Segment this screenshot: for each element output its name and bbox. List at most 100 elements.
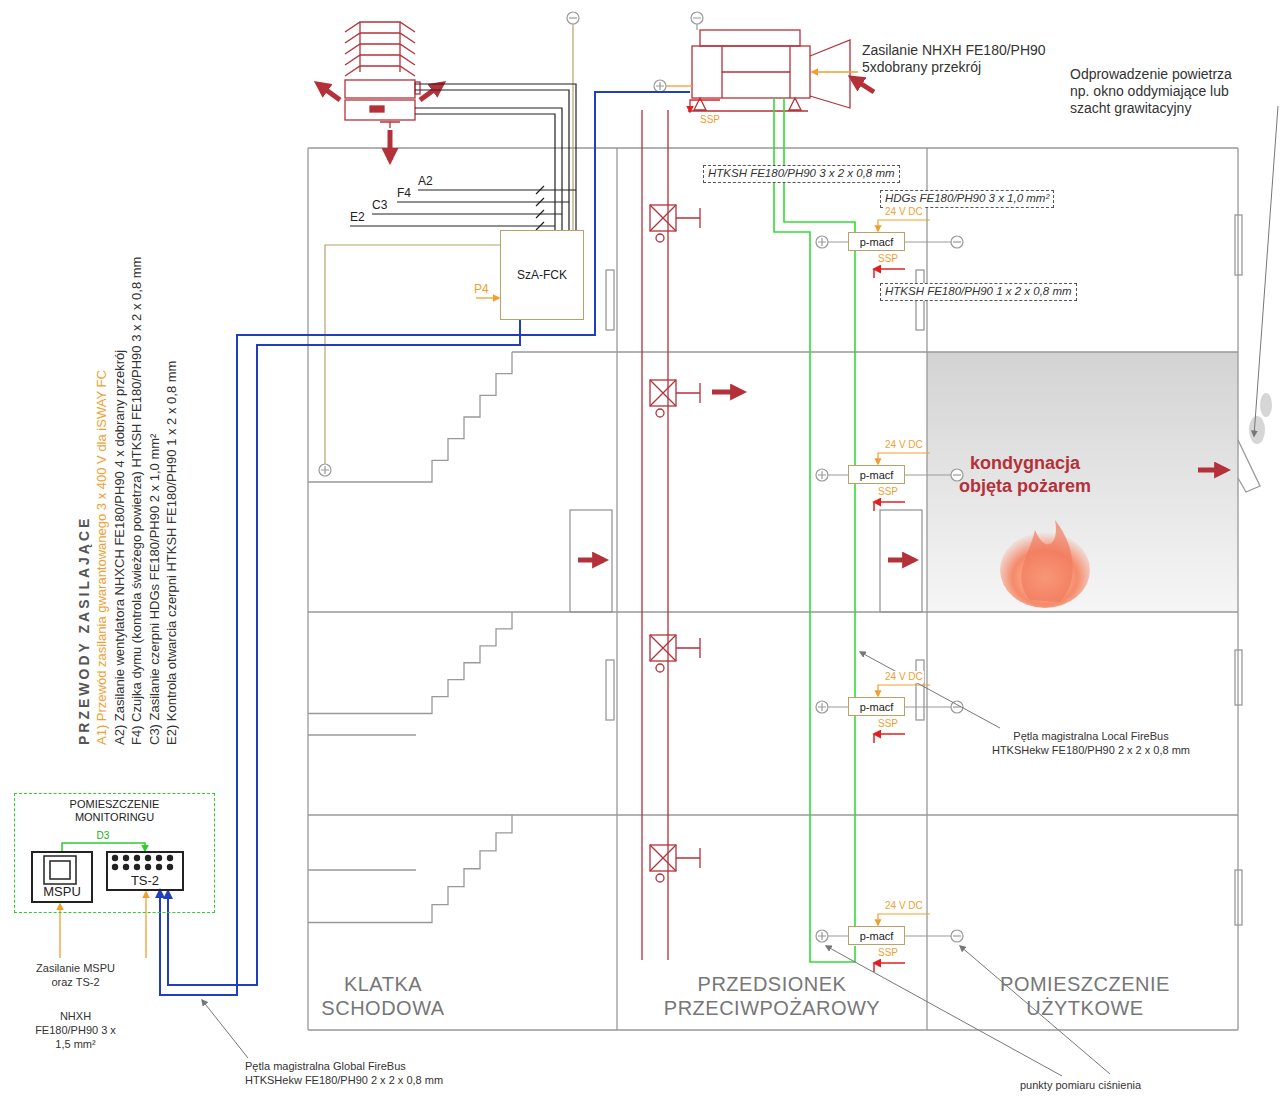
node-text: p-macf <box>860 236 894 248</box>
drawing-part <box>1260 393 1272 417</box>
smoke <box>1249 393 1272 444</box>
outlet-note: Odprowadzenie powietrza np. okno oddymia… <box>1070 66 1255 116</box>
node-text: TS-2 <box>131 873 159 888</box>
legend-row: F4) Czujka dymu (kontrola świeżego powie… <box>128 145 146 745</box>
drawing-part <box>1235 650 1242 705</box>
drawing-part <box>145 855 151 861</box>
drawing-part <box>567 12 579 24</box>
drawing-part <box>656 664 664 672</box>
room-name: PRZEDSIONEK PRZECIWPOŻAROWY <box>652 972 892 1020</box>
drawing-part <box>874 501 905 503</box>
callout-text: punkty pomiaru ciśnienia <box>1020 1079 1141 1093</box>
drawing-part <box>700 30 800 46</box>
drawing-part <box>345 22 415 76</box>
drawing-part <box>325 245 500 464</box>
wire-code: A2 <box>418 174 433 188</box>
node-text: p-macf <box>860 469 894 481</box>
drawing-part <box>167 855 173 861</box>
drawing-part <box>1235 870 1242 925</box>
drawing-part <box>44 856 76 884</box>
ssp-arrow <box>690 100 720 112</box>
drawing-part <box>319 464 331 476</box>
drawing-part <box>642 110 668 960</box>
cable-note: HTKSH FE180/PH90 3 x 2 x 0,8 mm <box>703 165 900 183</box>
drawing-part <box>570 510 612 612</box>
building-walls <box>308 148 1260 1030</box>
drawing-part <box>650 845 700 871</box>
node-text: POMIESZCZENIE MONITORINGU <box>55 798 175 824</box>
drawing-part <box>380 122 400 128</box>
roof-louver <box>345 22 420 128</box>
drawing-part <box>880 510 922 612</box>
power-note: Zasilanie MSPU oraz TS-2 <box>28 962 123 990</box>
legend-row: E2) Kontrola otwarcia czerpni HTKSH FE18… <box>163 145 181 745</box>
drawing-part <box>688 98 808 111</box>
drawing-part <box>656 874 664 882</box>
drawing-part <box>951 930 963 942</box>
drawing-part <box>878 453 930 464</box>
drawing-part <box>308 352 1238 815</box>
drawing-part <box>774 98 855 962</box>
drawing-part <box>873 502 875 511</box>
drawing-part <box>50 861 70 879</box>
drawing-part <box>810 40 850 108</box>
drawing-part <box>345 80 415 98</box>
ts2-keys <box>112 855 173 870</box>
drawing-part <box>370 106 384 112</box>
drawing-part <box>878 914 930 925</box>
drawing-part <box>1254 106 1278 436</box>
ssp-label: SSP <box>878 718 898 730</box>
drawing-part <box>818 238 826 246</box>
drawing-part <box>145 892 146 958</box>
drawing-part <box>388 130 393 160</box>
wire-code: F4 <box>397 186 411 200</box>
wire-code: C3 <box>372 198 387 212</box>
pressure-module: p-macf <box>848 232 905 251</box>
drawing-part <box>953 241 961 242</box>
drawing-part <box>656 234 664 242</box>
drawing-part <box>888 558 914 563</box>
cable-note: Zasilanie NHXH FE180/PH90 5xdobrany prze… <box>862 42 1057 76</box>
fire <box>1021 520 1072 602</box>
drawing-part <box>415 84 576 230</box>
drawing-part <box>606 660 614 720</box>
drawing-part <box>873 963 875 972</box>
drawing-part <box>818 703 826 711</box>
ssp-label: SSP <box>700 114 720 126</box>
drawing-part <box>1235 215 1242 275</box>
drawing-part <box>123 855 129 861</box>
drawing-part <box>874 733 905 735</box>
wire-code: E2 <box>350 210 365 224</box>
signal-wire <box>350 84 576 230</box>
cable-note: NHXH FE180/PH90 3 x 1,5 mm² <box>28 1010 123 1051</box>
drawing-part <box>156 855 162 861</box>
drawing-part <box>816 930 828 942</box>
drawing-part <box>818 471 826 479</box>
drawing-part <box>878 685 930 696</box>
drawing-part <box>569 17 577 18</box>
drawing-part <box>654 80 666 92</box>
edge-label: D3 <box>96 830 111 842</box>
fire-floor-label: kondygnacja objęta pożarem <box>945 452 1105 497</box>
drawing-part <box>816 701 828 713</box>
fan-unit <box>688 30 850 111</box>
drawing-part <box>578 558 604 563</box>
room-name: POMIESZCZENIE UŻYTKOWE <box>985 972 1185 1020</box>
global-firebus <box>160 92 690 995</box>
drawing-part <box>308 352 512 923</box>
drawing-part <box>873 269 875 278</box>
drawing-part <box>321 466 329 474</box>
cable-legend: PRZEWODY ZASILAJĄCEA1) Przewód zasilania… <box>75 145 181 745</box>
drawing-part <box>953 935 961 936</box>
drawing-part <box>318 84 340 100</box>
drawing-part <box>1249 416 1265 444</box>
legend-row: C3) Zasilanie czerpni HDGs FE180/PH90 2 … <box>146 145 164 745</box>
bus-connector <box>62 843 145 851</box>
drawing-part <box>852 78 874 92</box>
room-name: KLATKA SCHODOWA <box>318 972 448 1020</box>
drawing-part <box>666 85 692 86</box>
drawing-part <box>476 297 499 298</box>
pressure-module: p-macf <box>848 697 905 716</box>
